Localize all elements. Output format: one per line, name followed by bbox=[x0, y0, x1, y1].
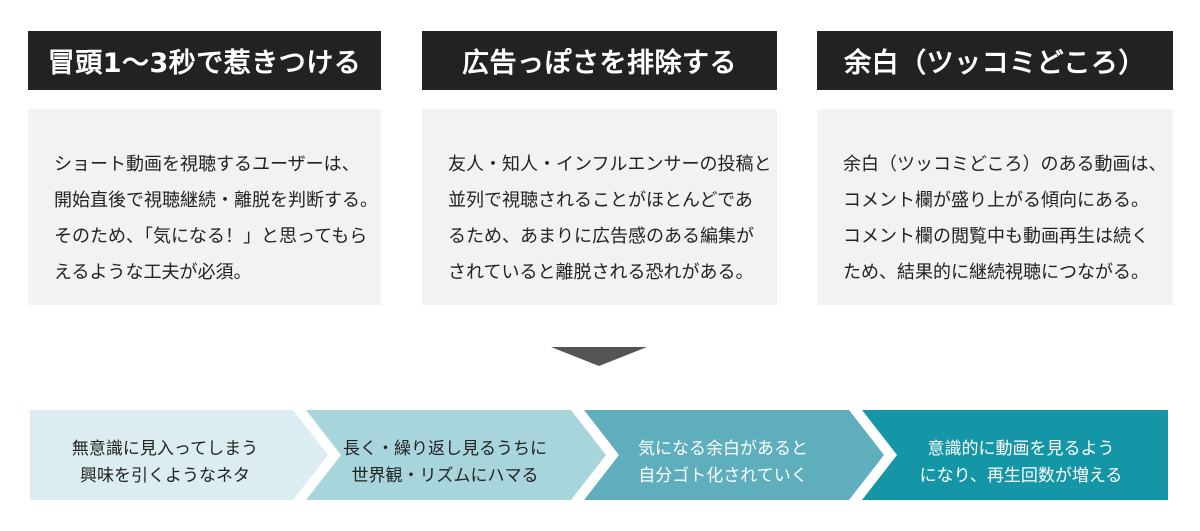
column-2-title: 広告っぽさを排除する bbox=[422, 31, 777, 90]
column-1-line: そのため、「気になる！」と思ってもら bbox=[54, 226, 368, 247]
flow-step-4-shape bbox=[862, 410, 1168, 500]
column-3-line: 余白（ツッコミどころ）のある動画は、 bbox=[843, 154, 1167, 175]
flow-step-4-line: 意識的に動画を見るよう bbox=[927, 439, 1115, 459]
flow-step-4-label: 意識的に動画を見るよう になり、再生回数が増える bbox=[876, 425, 1166, 501]
flow-step-1-line: 無意識に見入ってしまう bbox=[71, 439, 259, 459]
flow-step-3-label: 気になる余白があると 自分ゴト化されていく bbox=[598, 425, 848, 501]
flow-step-3-shape bbox=[584, 410, 884, 500]
column-2-body: 友人・知人・インフルエンサーの投稿と 並列で視聴されることがほとんどであ るため… bbox=[422, 109, 777, 305]
column-1-line: 開始直後で視聴継続・離脱を判断する。 bbox=[54, 190, 378, 211]
flow-step-1-line: 興味を引くようなネタ bbox=[80, 466, 250, 486]
flow-step-4-line: になり、再生回数が増える bbox=[919, 466, 1123, 486]
column-1-title: 冒頭1～3秒で惹きつける bbox=[28, 31, 381, 90]
column-3-line: ため、結果的に継続視聴につながる。 bbox=[843, 262, 1149, 283]
flow-step-2-label: 長く・繰り返し見るうちに 世界観・リズムにハマる bbox=[320, 425, 570, 501]
column-3-line: コメント欄の閲覧中も動画再生は続く bbox=[843, 226, 1149, 247]
column-3-body: 余白（ツッコミどころ）のある動画は、 コメント欄が盛り上がる傾向にある。 コメン… bbox=[817, 109, 1173, 305]
column-3-line: コメント欄が盛り上がる傾向にある。 bbox=[843, 190, 1149, 211]
down-arrow-icon bbox=[551, 347, 647, 366]
flow-step-2-shape bbox=[306, 410, 606, 500]
column-2-line: るため、あまりに広告感のある編集が bbox=[448, 226, 754, 247]
flow-step-3-line: 自分ゴト化されていく bbox=[638, 466, 808, 486]
flow-step-1-shape bbox=[30, 410, 328, 500]
flow-step-3-line: 気になる余白があると bbox=[638, 439, 808, 459]
column-1-line: ショート動画を視聴するユーザーは、 bbox=[54, 154, 360, 175]
column-2-line: されていると離脱される恐れがある。 bbox=[448, 262, 754, 283]
column-3-title: 余白（ツッコミどころ） bbox=[817, 31, 1173, 90]
column-1-body: ショート動画を視聴するユーザーは、 開始直後で視聴継続・離脱を判断する。 そのた… bbox=[28, 109, 381, 305]
flow-step-2-line: 長く・繰り返し見るうちに bbox=[343, 439, 547, 459]
flow-step-2-line: 世界観・リズムにハマる bbox=[351, 466, 539, 486]
column-2-line: 並列で視聴されることがほとんどであ bbox=[448, 190, 753, 211]
flow-step-1-label: 無意識に見入ってしまう 興味を引くようなネタ bbox=[30, 425, 300, 501]
column-1-line: えるような工夫が必須。 bbox=[54, 262, 252, 283]
column-2-line: 友人・知人・インフルエンサーの投稿と bbox=[448, 154, 772, 175]
